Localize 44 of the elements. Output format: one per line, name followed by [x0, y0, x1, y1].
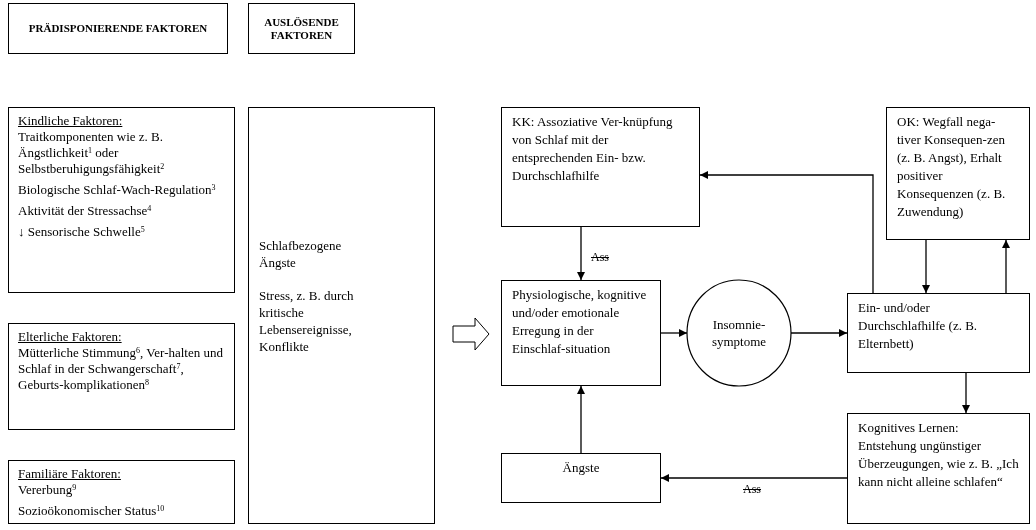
- arrow: [699, 171, 874, 294]
- header-box: [248, 3, 355, 54]
- edge-label: Ass: [590, 250, 610, 264]
- process-box: [8, 460, 235, 524]
- node-text: Kognitives Lernen: Entstehung ungünstiger Überzeugungen, wie z. B. „Ich kann nicht alleine schlafen“: [858, 419, 1019, 491]
- process-box: [248, 107, 435, 524]
- arrow: [922, 239, 930, 294]
- factor-heading: Familiäre Faktoren:: [18, 466, 122, 482]
- node-text: Ängste: [561, 459, 601, 477]
- node-text: OK: Wegfall nega-tiver Konsequen-zen (z. B. Angst), Erhalt positiver Konsequenzen (z. B. Zuwendung): [897, 113, 1007, 221]
- arrow: [660, 474, 848, 482]
- process-box: [501, 280, 661, 386]
- node-text: PRÄDISPONIERENDE FAKTOREN: [28, 22, 208, 35]
- node-text: KK: Assoziative Ver-knüpfung von Schlaf mit der entsprechenden Ein- bzw. Durchschlafhilfe: [512, 113, 674, 185]
- node-text: Aktivität der Stressachse$^{4}$: [18, 203, 153, 219]
- process-box: [847, 293, 1030, 373]
- process-box: [8, 107, 235, 293]
- node-text: Insomnie-symptome: [710, 316, 768, 350]
- header-box: [8, 3, 228, 54]
- edge-label: Ass: [742, 482, 762, 496]
- node-text: Stress, z. B. durch kritische Lebensereignisse, Konflikte: [259, 286, 355, 355]
- arrow: [577, 226, 585, 281]
- node-text: Biologische Schlaf-Wach-Regulation$^{3}$: [18, 182, 217, 198]
- arrow: [577, 385, 585, 454]
- factor-heading: Kindliche Faktoren:: [18, 113, 124, 129]
- block-arrow: [452, 317, 490, 351]
- process-box: [501, 107, 700, 227]
- process-box: [847, 413, 1030, 524]
- process-box: [886, 107, 1030, 240]
- node-text: Ein- und/oder Durchschlafhilfe (z. B. Elternbett): [858, 299, 979, 353]
- arrow: [962, 372, 970, 414]
- node-text: Sozioökonomischer Status$^{10}$: [18, 503, 166, 519]
- node-text: Vererbung$^{9}$: [18, 482, 78, 498]
- arrow: [660, 329, 688, 337]
- node-text: Schlafbezogene Ängste: [259, 236, 343, 271]
- node-text: Mütterliche Stimmung$^{6}$, Ver-halten und Schlaf in der Schwangerschaft$^{7}$, Geburts-komplikationen$^{8}$: [18, 345, 224, 393]
- node-text: Physiologische, kognitive und/oder emotionale Erregung in der Einschlaf-situation: [512, 286, 648, 358]
- process-box: [501, 453, 661, 503]
- node-text: ↓ Sensorische Schwelle$^{5}$: [18, 224, 146, 240]
- node-text: Traitkomponenten wie z. B. Ängstlichkeit$^{1}$ oder Selbstberuhigungsfähigkeit$^{2}$: [18, 129, 166, 177]
- node-text: AUSLÖSENDE FAKTOREN: [263, 15, 340, 42]
- factor-heading: Elterliche Faktoren:: [18, 329, 123, 345]
- arrow: [1002, 239, 1010, 294]
- process-box: [8, 323, 235, 430]
